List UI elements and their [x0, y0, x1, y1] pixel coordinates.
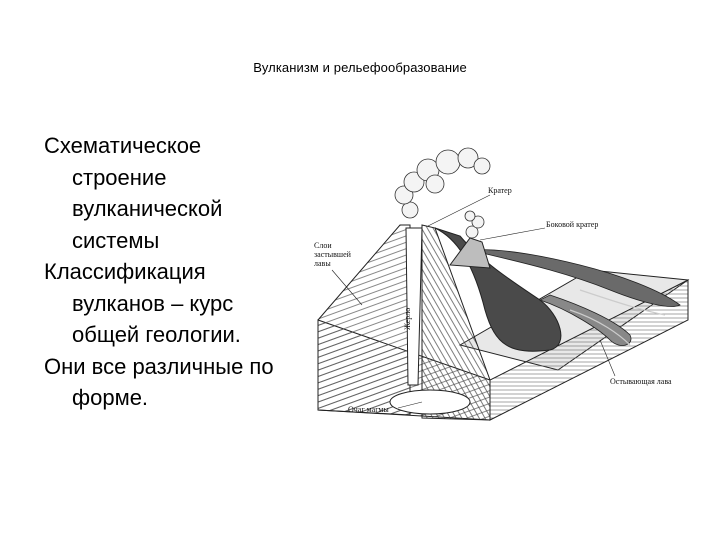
label-crater: Кратер: [488, 186, 512, 195]
vent-channel: [405, 227, 423, 386]
magma-chamber: [389, 389, 471, 415]
lava-flow-side: [469, 249, 681, 307]
volcano-illustration: Кратер Боковой кратер Слои застывшей лав…: [314, 147, 690, 421]
paragraph-classification: Классификация вулканов – курс общей геол…: [44, 259, 241, 347]
label-lava-layers-2: застывшей: [314, 250, 352, 259]
paragraph-forms: Они все различные по форме.: [44, 353, 274, 411]
volcano-diagram: Кратер Боковой кратер Слои застывшей лав…: [310, 140, 700, 430]
label-side-crater: Боковой кратер: [546, 220, 598, 229]
label-lava-layers-1: Слои: [314, 241, 332, 250]
side-smoke: [464, 210, 485, 239]
cone-right-section: [421, 224, 491, 421]
label-cooling-lava: Остывающая лава: [610, 377, 672, 386]
label-vent: Жерло: [403, 308, 412, 330]
slide-title: Вулканизм и рельефообразование: [253, 60, 467, 75]
smoke-plume: [394, 147, 491, 219]
paragraph-structure: Схематическое строение вулканической сис…: [44, 133, 223, 253]
lava-flow-cooling: [538, 294, 632, 346]
slide-body: Схематическое строение вулканической сис…: [44, 130, 294, 414]
label-magma-chamber: Очаг магмы: [348, 405, 389, 414]
lava-streaks: [569, 289, 666, 346]
side-crater-cone: [449, 237, 491, 269]
label-lava-layers-3: лавы: [314, 259, 331, 268]
